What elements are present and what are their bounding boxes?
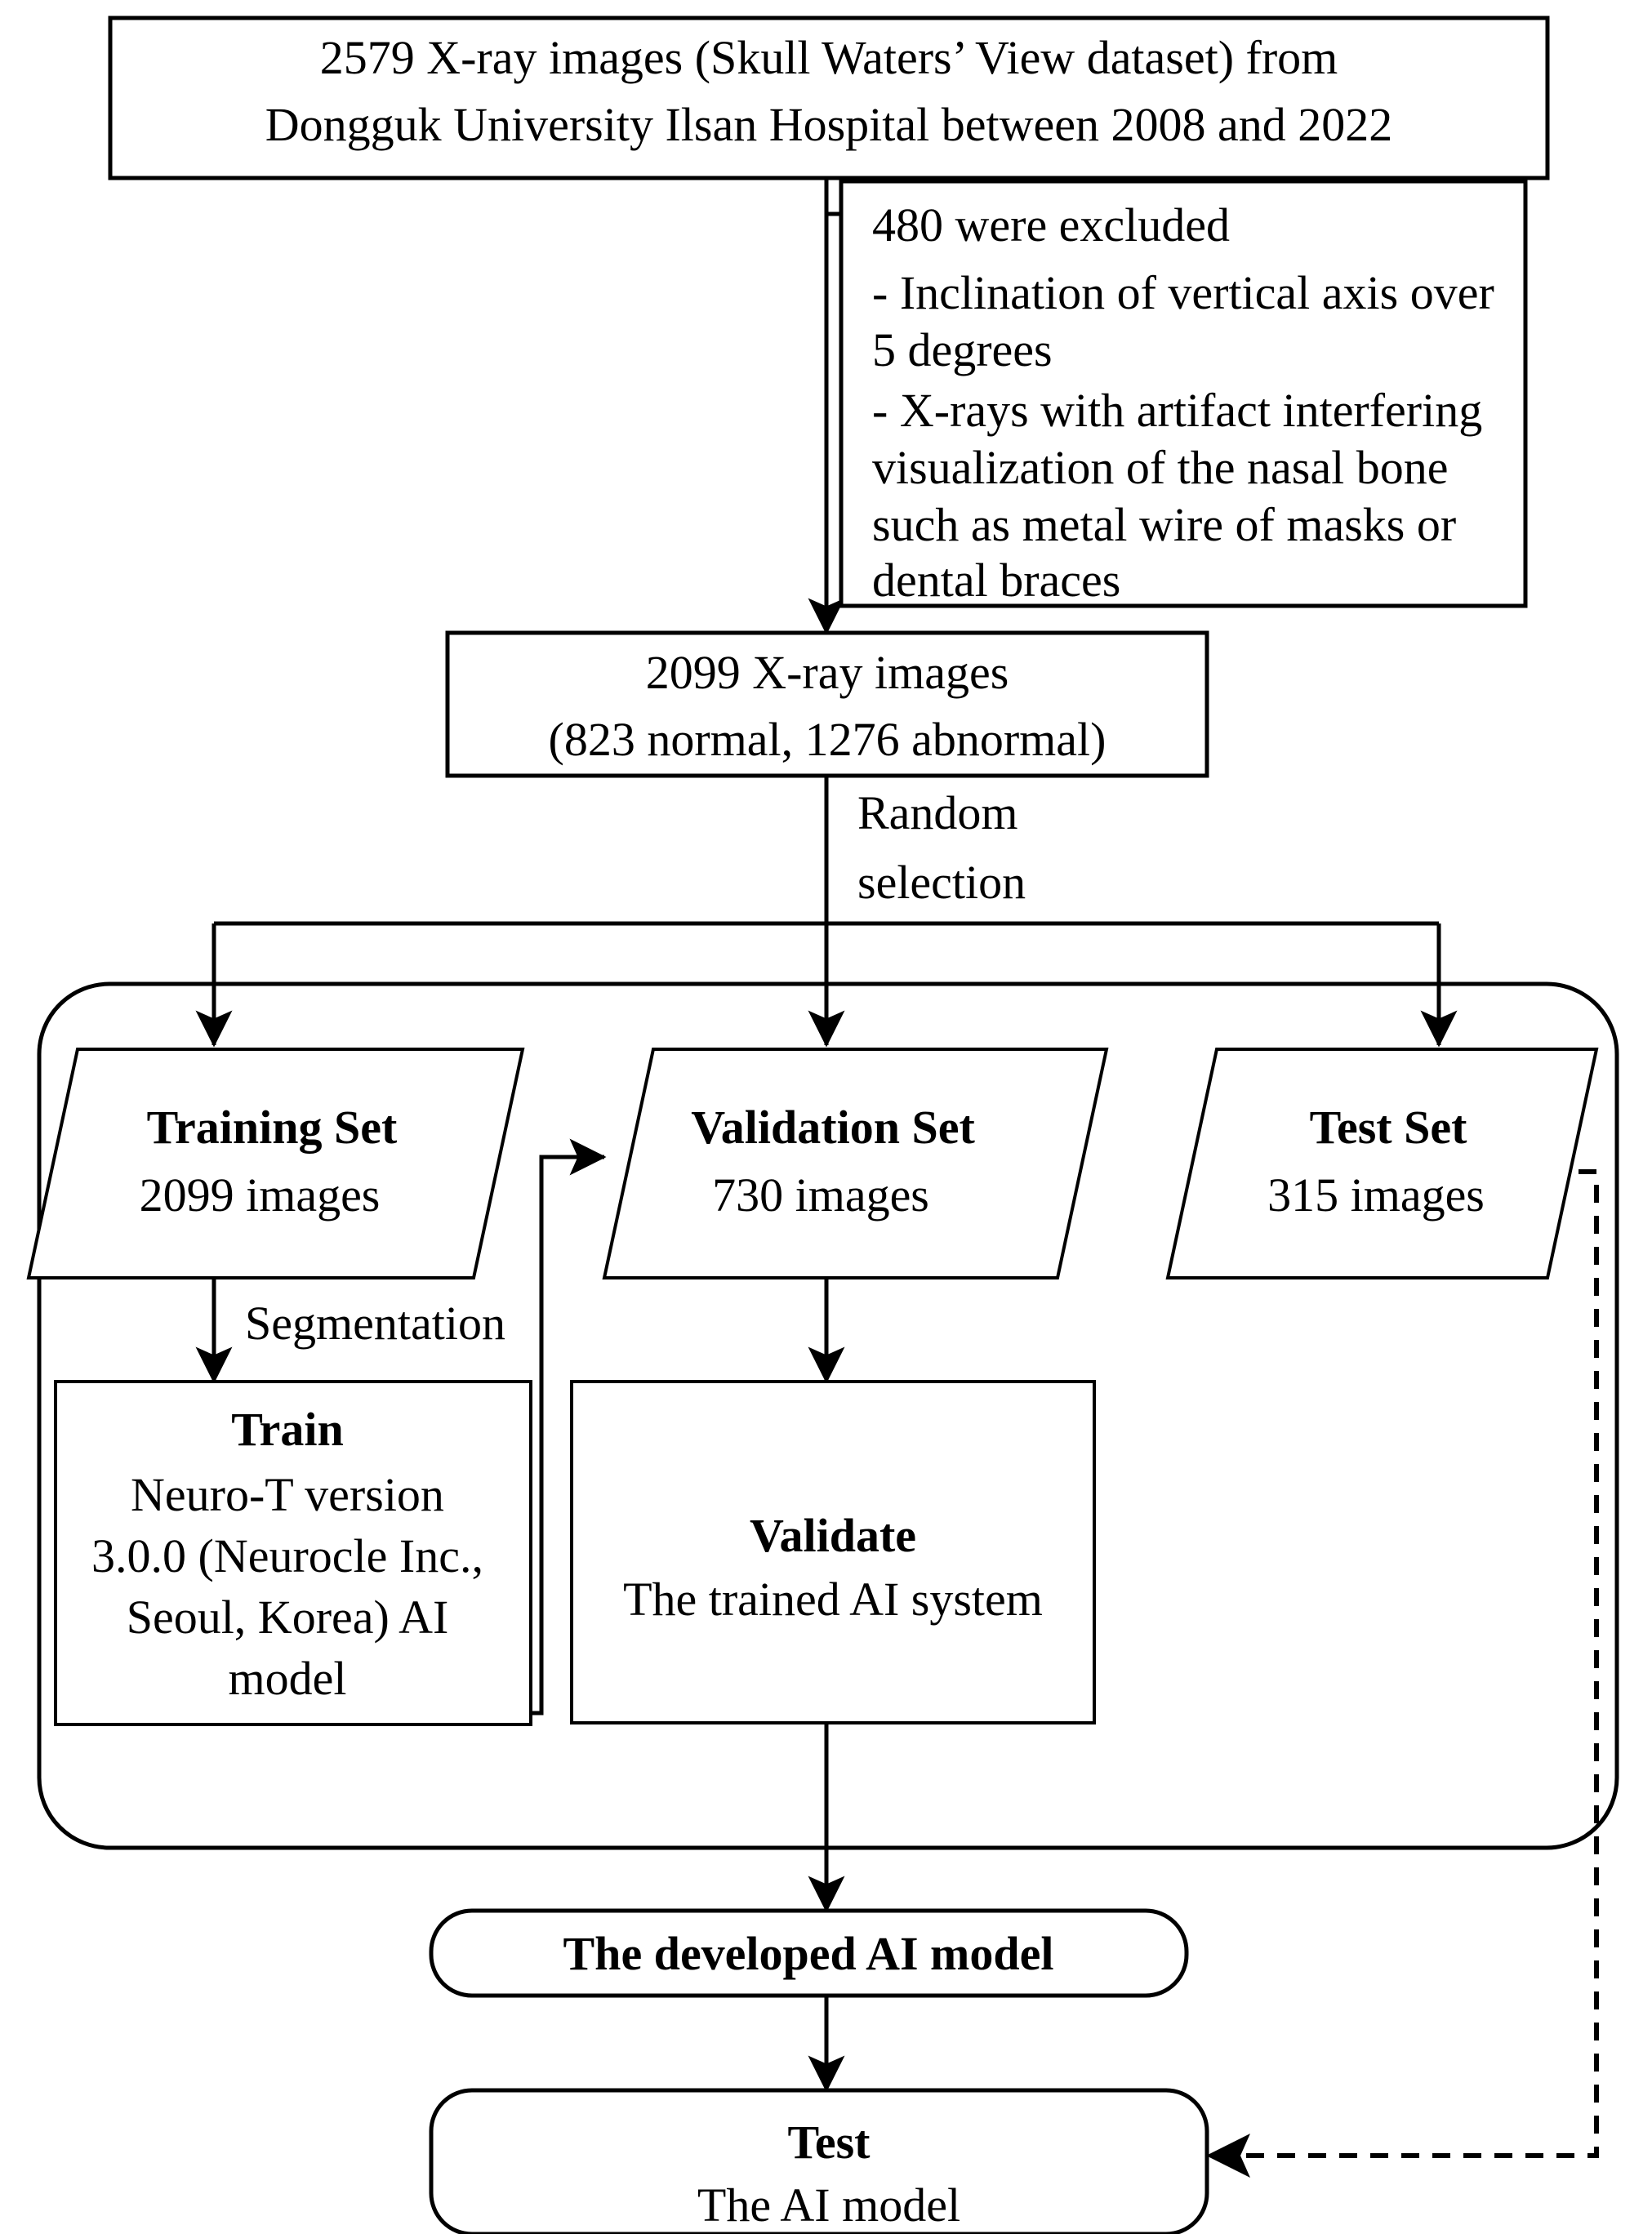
- excluded-line-1: 480 were excluded: [872, 198, 1230, 251]
- excluded-line-4: - X-rays with artifact interfering: [872, 384, 1482, 437]
- source-line-2: Dongguk University Ilsan Hospital betwee…: [265, 98, 1393, 151]
- edge-train-to-validationset-feedback: [531, 1138, 607, 1716]
- developed-ai-model-box: [429, 1908, 1189, 1998]
- excluded-line-3: 5 degrees: [872, 323, 1053, 376]
- validate-process-box: [570, 1380, 1096, 1724]
- training-set-subtitle: 2099 images: [140, 1168, 381, 1222]
- train-line-2: 3.0.0 (Neurocle Inc.,: [91, 1529, 483, 1582]
- source-line-1: 2579 X-ray images (Skull Waters’ View da…: [320, 31, 1338, 84]
- validation-set-parallelogram: [602, 1048, 1109, 1279]
- excluded-line-7: dental braces: [872, 554, 1120, 607]
- test-title: Test: [788, 2116, 871, 2169]
- test-line-1: The AI model: [697, 2178, 960, 2232]
- excluded-line-6: such as metal wire of masks or: [872, 498, 1456, 551]
- train-process-box: [54, 1380, 532, 1726]
- validation-set-title: Validation Set: [691, 1101, 975, 1154]
- test-set-parallelogram: [1165, 1048, 1599, 1279]
- included-line-2: (823 normal, 1276 abnormal): [549, 713, 1107, 766]
- validate-line-1: The trained AI system: [623, 1573, 1043, 1626]
- train-line-3: Seoul, Korea) AI: [127, 1591, 449, 1644]
- validate-title: Validate: [750, 1509, 916, 1562]
- source-dataset-box: [108, 16, 1550, 180]
- validation-set-subtitle: 730 images: [712, 1168, 929, 1222]
- training-set-parallelogram: [26, 1048, 525, 1279]
- edge-included-to-split: [195, 776, 1458, 1048]
- excluded-line-2: - Inclination of vertical axis over: [872, 266, 1494, 319]
- developed-ai-model-title: The developed AI model: [563, 1927, 1054, 1980]
- test-set-title: Test Set: [1310, 1101, 1467, 1154]
- exclusion-criteria-box: [839, 179, 1528, 608]
- train-line-4: model: [229, 1652, 347, 1705]
- edge-testset-to-test-dashed: [1206, 1169, 1599, 2178]
- test-process-box: [429, 2088, 1209, 2234]
- excluded-line-5: visualization of the nasal bone: [872, 441, 1448, 494]
- included-line-1: 2099 X-ray images: [646, 646, 1009, 699]
- random-selection-label-line-1: Random: [857, 786, 1018, 839]
- random-selection-label-line-2: selection: [857, 856, 1026, 909]
- included-dataset-box: [445, 630, 1209, 778]
- train-title: Train: [231, 1403, 344, 1456]
- training-set-title: Training Set: [147, 1101, 398, 1154]
- train-line-1: Neuro-T version: [131, 1468, 444, 1521]
- segmentation-label: Segmentation: [245, 1297, 505, 1350]
- test-set-subtitle: 315 images: [1267, 1168, 1485, 1222]
